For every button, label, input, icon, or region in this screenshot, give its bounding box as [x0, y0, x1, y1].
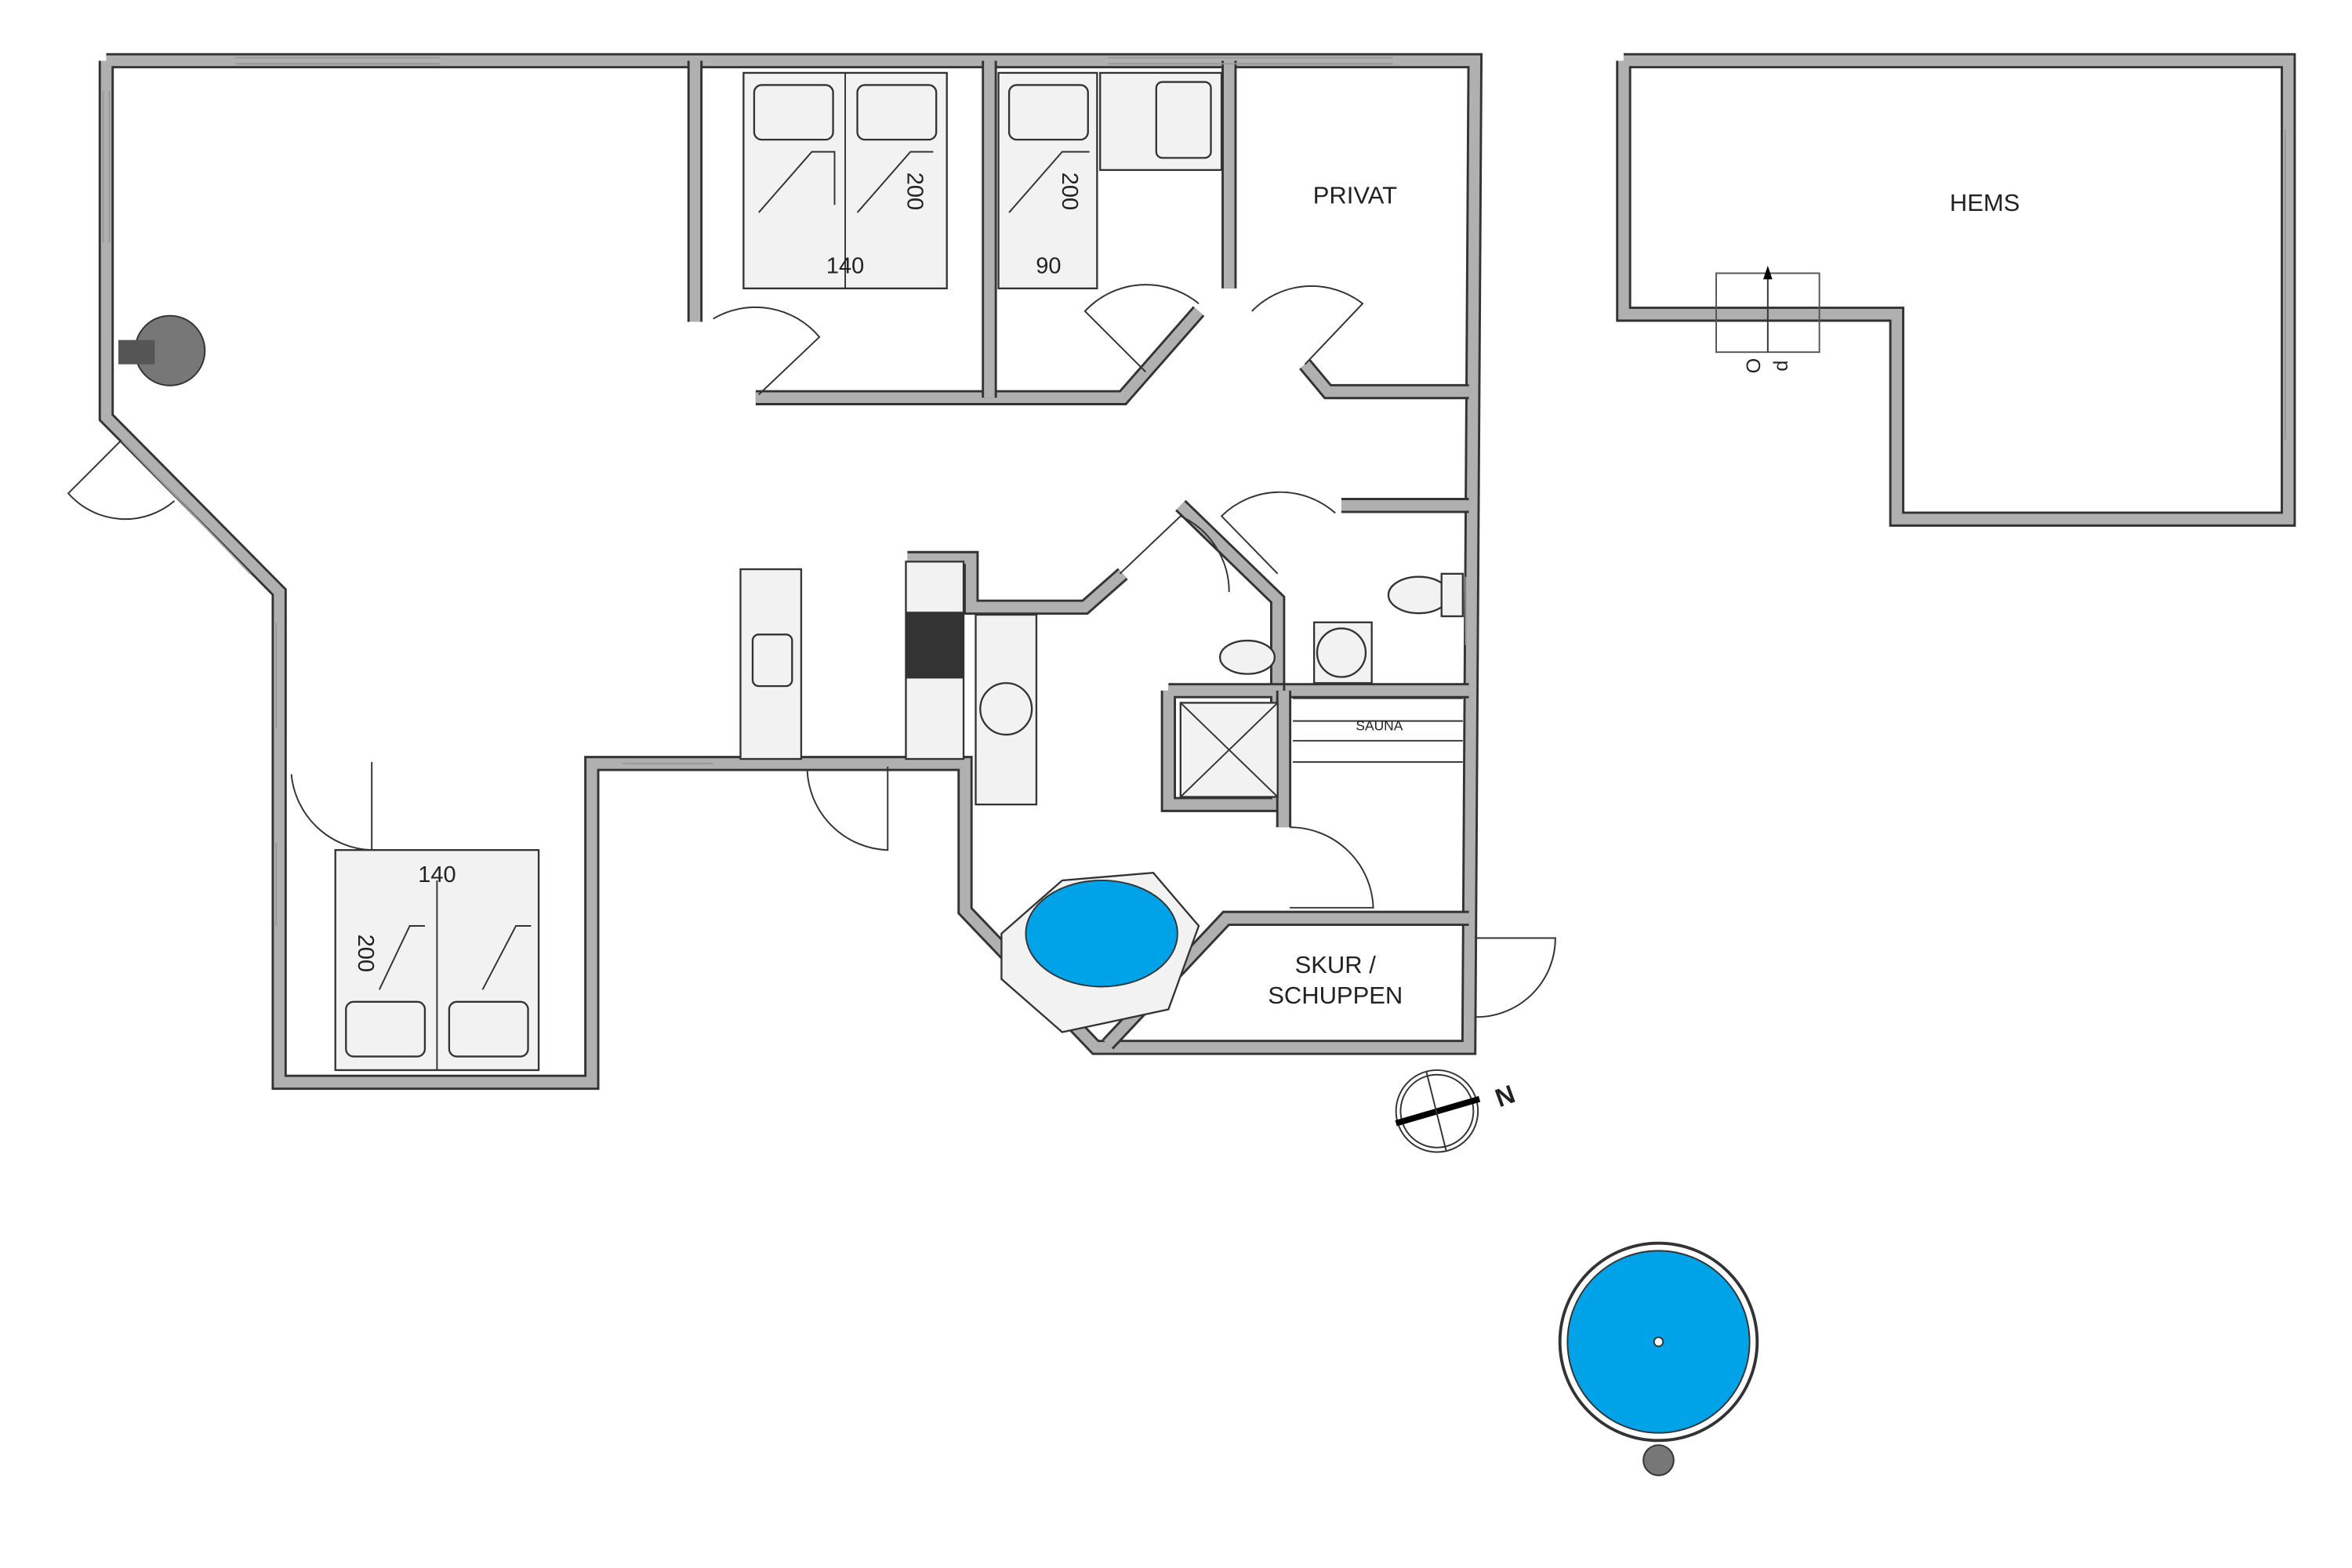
bed-2-length: 200 [1057, 172, 1082, 210]
stairs-label-o: O [1742, 358, 1764, 374]
stairs-icon [1715, 265, 1820, 354]
bedroom-1-bed [742, 71, 948, 290]
room-label-skur: SKUR / [1295, 951, 1377, 978]
bedroom-2-bed [997, 71, 1223, 290]
main-building-walls [98, 53, 1483, 1091]
fireplace-icon [118, 314, 206, 387]
bed-3-length: 200 [353, 935, 378, 972]
bed-1-width: 140 [826, 253, 864, 278]
doors [67, 284, 1556, 1018]
compass-north-label: N [1491, 1079, 1519, 1112]
loft-walls [1616, 53, 2296, 527]
compass-icon [1395, 1069, 1481, 1153]
stairs-label-p: p [1772, 361, 1794, 372]
room-label-privat: PRIVAT [1313, 181, 1397, 209]
room-label-hems: HEMS [1950, 189, 2020, 216]
kitchen-fixtures [739, 561, 1464, 806]
bathtub [1000, 872, 1200, 1033]
stove-icon [906, 612, 964, 679]
bed-3-width: 140 [418, 862, 456, 887]
room-label-schuppen: SCHUPPEN [1268, 982, 1403, 1009]
bed-1-length: 200 [902, 172, 927, 210]
bed-2-width: 90 [1036, 253, 1061, 278]
windows [102, 56, 1467, 927]
room-label-sauna: SAUNA [1356, 717, 1403, 733]
bedroom-3-bed [334, 849, 540, 1072]
hot-tub [1558, 1241, 1759, 1476]
